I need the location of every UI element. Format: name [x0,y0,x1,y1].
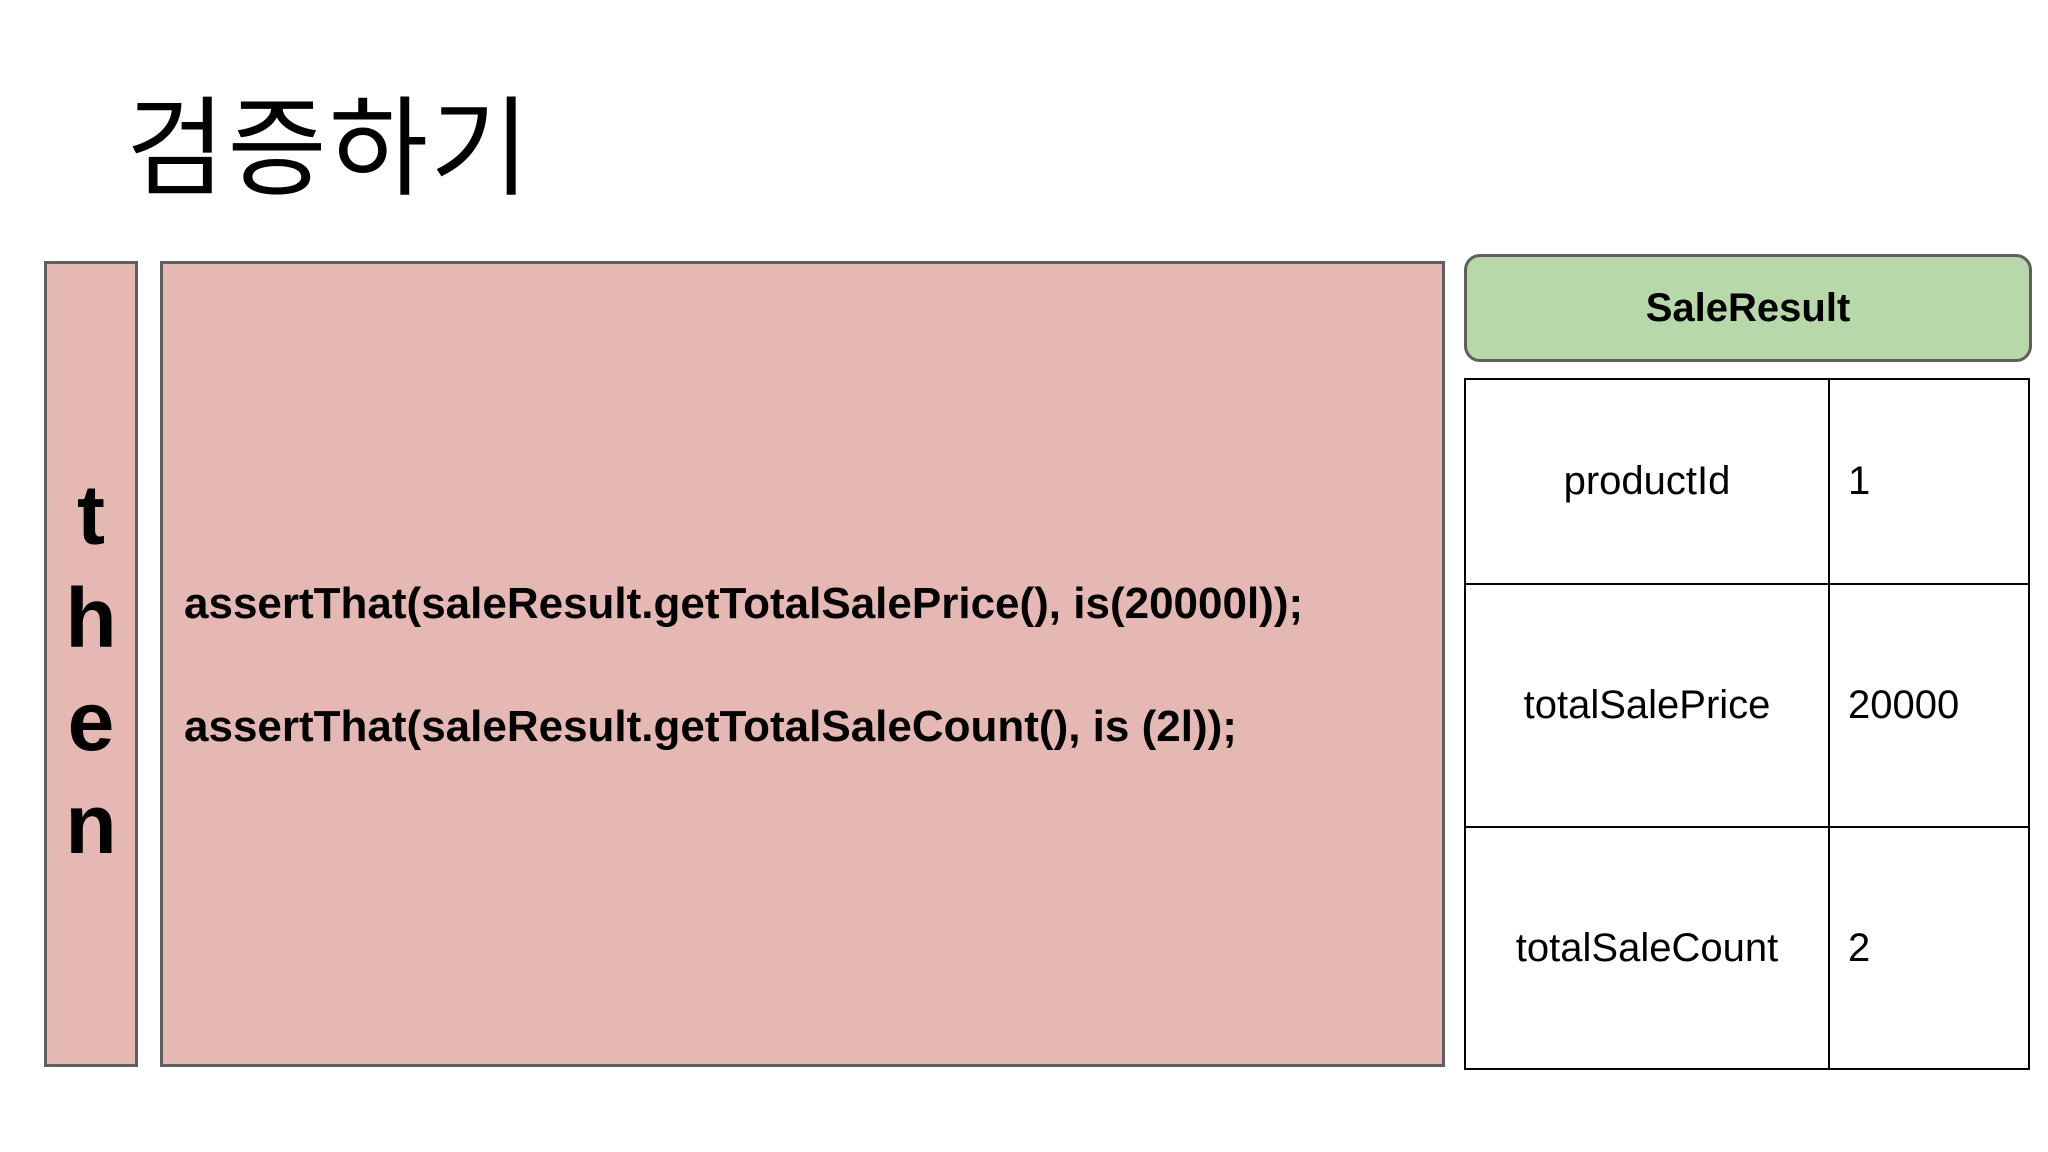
sale-result-fields-table: productId 1 totalSalePrice 20000 totalSa… [1464,378,2030,1070]
table-row: totalSalePrice 20000 [1464,583,2030,828]
field-value-cell: 2 [1828,826,2030,1070]
code-line-total-sale-count: assertThat(saleResult.getTotalSaleCount(… [184,702,1237,751]
then-section-label: t h e n [65,468,117,871]
code-line-total-sale-price: assertThat(saleResult.getTotalSalePrice(… [184,579,1304,628]
code-panel: assertThat(saleResult.getTotalSalePrice(… [160,261,1445,1067]
field-value-cell: 1 [1828,378,2030,585]
field-name-cell: totalSalePrice [1464,583,1830,828]
then-section-bar: t h e n [44,261,138,1067]
table-row: productId 1 [1464,378,2030,585]
field-name-cell: totalSaleCount [1464,826,1830,1070]
field-name-cell: productId [1464,378,1830,585]
slide-title: 검증하기 [126,87,532,212]
class-name: SaleResult [1645,285,1851,330]
table-row: totalSaleCount 2 [1464,826,2030,1070]
field-value-cell: 20000 [1828,583,2030,828]
sale-result-class-header: SaleResult [1464,254,2032,362]
